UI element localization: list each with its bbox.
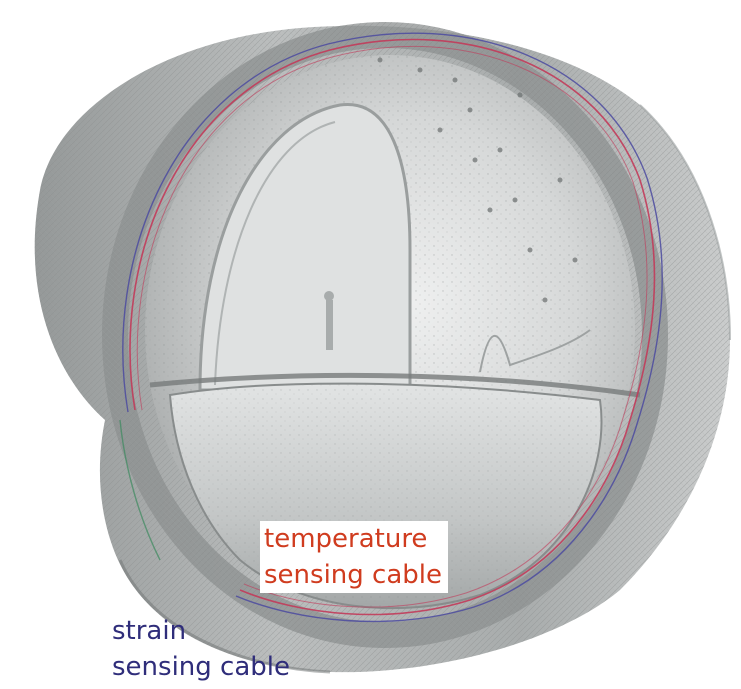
strain-label-line2: sensing cable — [112, 649, 290, 685]
temperature-label-line2: sensing cable — [264, 557, 442, 593]
temperature-label-line1: temperature — [264, 521, 442, 557]
temperature-cable-label: temperature sensing cable — [260, 521, 448, 593]
person-figure — [326, 300, 333, 350]
strain-cable-label: strain sensing cable — [112, 613, 290, 685]
strain-label-line1: strain — [112, 613, 290, 649]
